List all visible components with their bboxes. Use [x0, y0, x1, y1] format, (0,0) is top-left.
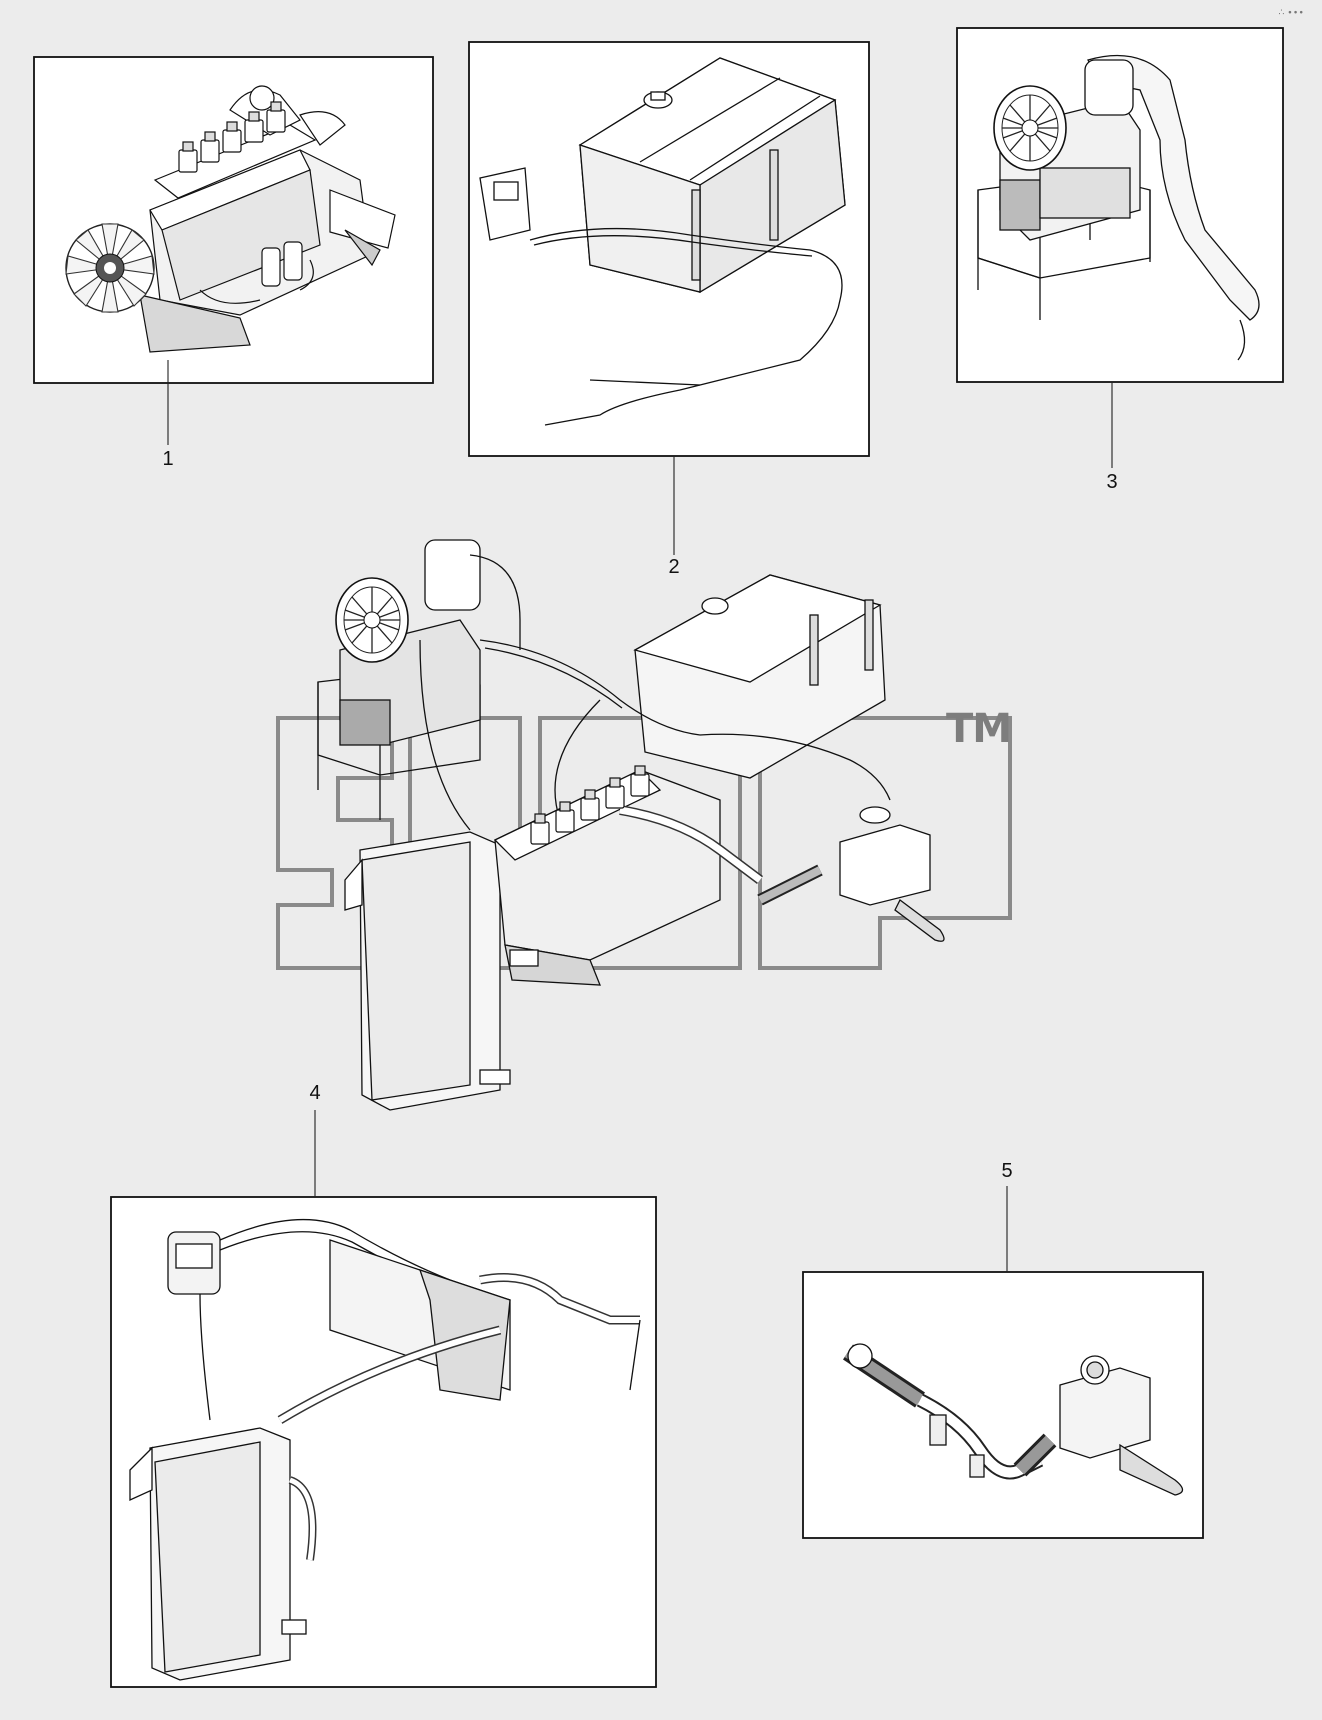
watermark-tm: TM — [946, 706, 1012, 752]
callout-3: 3 — [1106, 471, 1118, 493]
corner-mark: ∴ ∙∙∙ — [1278, 8, 1305, 18]
callout-1: 1 — [162, 448, 174, 470]
panel-2-fuel-tank — [468, 41, 870, 457]
callout-2: 2 — [668, 556, 680, 578]
callout-4: 4 — [309, 1082, 321, 1104]
leader-lines — [167, 360, 1113, 1272]
panel-1-engine — [33, 56, 434, 384]
callout-5: 5 — [1001, 1160, 1013, 1182]
panel-4-cooling-system — [110, 1196, 657, 1688]
main-assembly — [276, 539, 1012, 1111]
panel-3-air-cleaner — [956, 27, 1284, 383]
panel-5-exhaust-system — [802, 1271, 1204, 1539]
